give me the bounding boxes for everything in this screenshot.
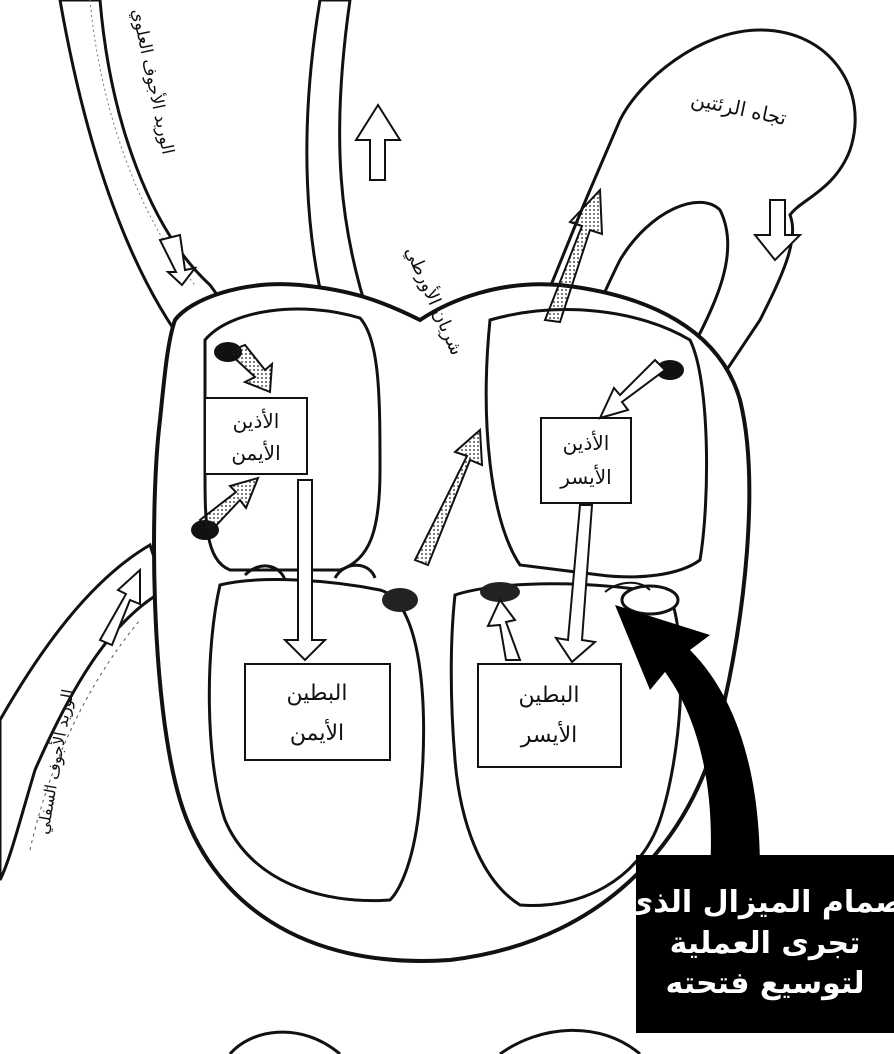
pulmonary-up-arrow-icon (356, 105, 400, 180)
bottom-outline (230, 1030, 640, 1054)
left-ventricle-box: البطين الأيسر (478, 664, 621, 767)
left-ventricle-label-1: البطين (519, 683, 580, 708)
pulmonary-valve (382, 588, 418, 612)
right-atrium-label-2: الأيمن (231, 441, 280, 465)
left-atrium-label-1: الأذين (563, 431, 610, 455)
right-atrium-box: الأذين الأيمن (205, 398, 307, 474)
callout-line-2: تجرى العملية (670, 927, 861, 962)
left-atrium-box: الأذين الأيسر (541, 418, 631, 503)
superior-vena-cava-label: الوريد الأجوف العلوي (127, 7, 178, 157)
right-ventricle-label-1: البطين (287, 681, 348, 706)
left-ventricle-label-2: الأيسر (520, 721, 578, 748)
mitral-valve-callout: صمام الميزال الذى تجرى العملية لتوسيع فت… (636, 855, 894, 1033)
right-atrium-label-1: الأذين (233, 409, 280, 433)
right-ventricle-box: البطين الأيمن (245, 664, 390, 760)
callout-line-3: لتوسيع فتحته (666, 967, 865, 1002)
right-ventricle-label-2: الأيمن (290, 719, 344, 746)
callout-line-1: صمام الميزال الذى (626, 886, 894, 921)
left-atrium-label-2: الأيسر (559, 465, 611, 489)
